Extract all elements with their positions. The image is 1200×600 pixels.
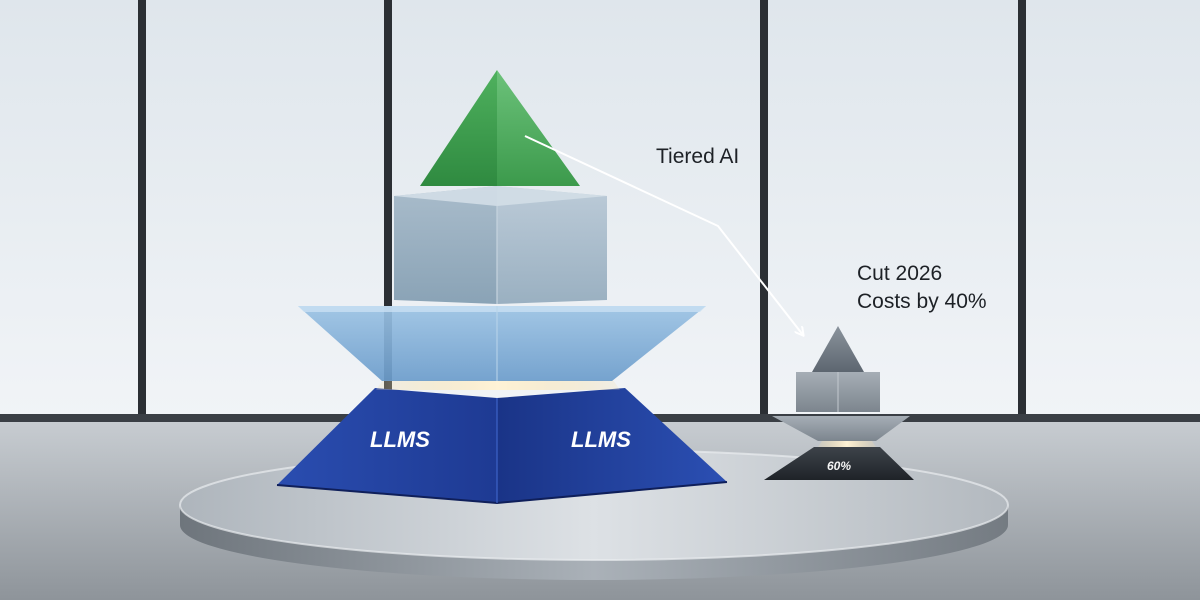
window-mullion (1018, 0, 1026, 420)
top-tier-right-face (497, 70, 580, 186)
window-mullion (760, 0, 768, 420)
small-base-tier (764, 447, 914, 480)
base-tier-left-face (277, 388, 497, 503)
hex-tier-right-face (497, 186, 607, 304)
small-glow-band (818, 441, 876, 447)
window-mullion (138, 0, 146, 420)
wide-tier (298, 306, 706, 381)
cost-savings-label: Cut 2026 Costs by 40% (857, 260, 987, 316)
cost-savings-line-2: Costs by 40% (857, 290, 987, 313)
left-face-label: LLMS (370, 427, 430, 452)
right-face-label: LLMS (571, 427, 631, 452)
cost-savings-line-1: Cut 2026 (857, 262, 943, 285)
large-tiered-pyramid (276, 70, 728, 505)
glow-band (376, 380, 620, 390)
tiered-ai-label: Tiered AI (656, 145, 740, 168)
small-base-label: 60% (827, 459, 851, 473)
base-tier-right-face (497, 388, 727, 503)
top-tier-left-face (420, 70, 497, 186)
window-mullion (384, 0, 392, 420)
small-top-tier (812, 326, 864, 372)
hex-tier-left-face (394, 186, 497, 304)
connector-arrow (524, 135, 803, 335)
small-tiered-pyramid (764, 326, 914, 480)
small-wide-tier (772, 416, 910, 441)
